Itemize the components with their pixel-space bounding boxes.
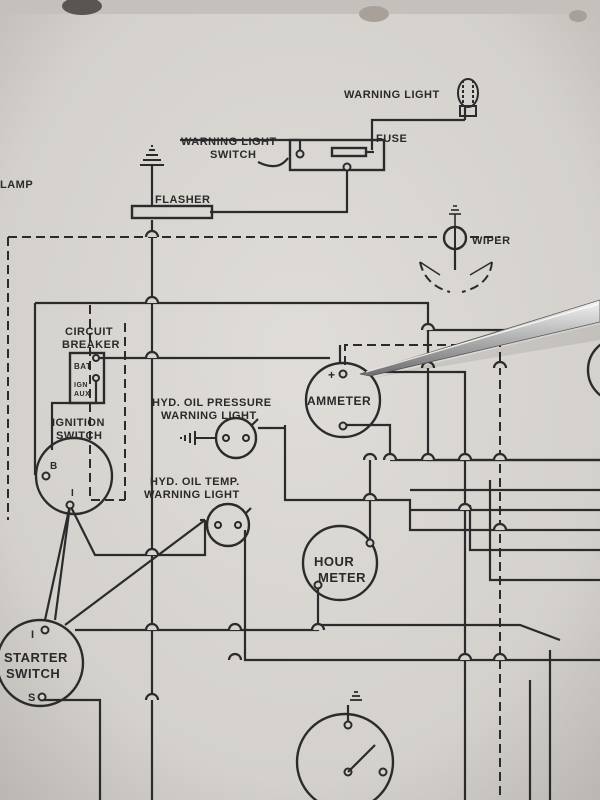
cb-terminal-ign [92, 374, 100, 382]
lamp-label: LAMP [0, 179, 33, 191]
warning-light-switch-label-2: SWITCH [210, 149, 256, 161]
binder-hole [359, 6, 389, 22]
ign-label: IGN [74, 382, 88, 389]
starter-terminal-s [37, 692, 47, 702]
hyd-oil-temp-label-2: WARNING LIGHT [144, 489, 240, 501]
binder-hole [569, 10, 587, 22]
page-top-edge [0, 0, 600, 14]
hyd-oil-pressure-label-1: HYD. OIL PRESSURE [152, 397, 272, 409]
starter-terminal-i [40, 625, 50, 635]
wire-crossings [144, 229, 508, 701]
cb-terminal-bat [92, 354, 100, 362]
warning-light-bulb-icon [457, 78, 479, 117]
hour-meter-terminal [313, 580, 323, 590]
circuit-breaker-box [68, 351, 106, 405]
starter-s-label: S [28, 692, 36, 704]
light-terminal [222, 434, 230, 442]
hour-meter-label-1: HOUR [314, 554, 354, 569]
hour-meter-label-2: METER [318, 570, 366, 585]
ground-symbol-oil-pressure [180, 431, 216, 445]
flasher-label: FLASHER [155, 194, 210, 206]
light-terminal [234, 521, 242, 529]
hour-meter-terminal [365, 538, 375, 548]
pointer-probe [359, 299, 600, 378]
switch-terminal [295, 149, 305, 159]
bottom-component-terminal [343, 720, 353, 730]
ammeter-circle [304, 361, 382, 439]
wiper-motor-icon [419, 205, 493, 293]
starter-i-label: I [31, 629, 35, 641]
ignition-terminal-b [41, 471, 51, 481]
ignition-terminal-i [65, 500, 75, 510]
fuse-label: FUSE [376, 133, 407, 145]
flasher-symbol [130, 204, 214, 220]
ignition-switch-circle [34, 436, 114, 516]
aux-label: AUX [74, 391, 90, 398]
ammeter-label: AMMETER [307, 394, 371, 408]
starter-switch-label-1: STARTER [4, 650, 68, 665]
right-edge-component [586, 343, 600, 397]
terminal-i-label: I [71, 488, 74, 499]
terminal-b-label: B [50, 461, 58, 472]
ground-symbol-flasher [140, 145, 164, 166]
ammeter-terminal-positive [338, 369, 348, 379]
wiper-label: WIPER [472, 235, 511, 247]
ground-symbol-bottom [350, 691, 362, 701]
bat-label: BAT [74, 362, 91, 371]
ignition-switch-label-1: IGNITION [52, 417, 105, 429]
ammeter-terminal-negative [338, 421, 348, 431]
light-terminal [242, 434, 250, 442]
bottom-component-terminal [378, 767, 388, 777]
switch-terminal [342, 162, 352, 172]
circuit-breaker-label-1: CIRCUIT [65, 326, 113, 338]
light-terminal [214, 521, 222, 529]
starter-switch-circle [0, 618, 85, 708]
ammeter-plus-label: + [328, 368, 336, 382]
pointer-curve [257, 157, 289, 168]
hour-meter-circle [301, 524, 379, 602]
bottom-component-circle [295, 712, 395, 800]
hyd-oil-temp-label-1: HYD. OIL TEMP. [150, 476, 240, 488]
hyd-oil-temp-light [205, 502, 251, 548]
warning-light-switch-label-1: WARNING LIGHT [181, 136, 277, 148]
starter-switch-label-2: SWITCH [6, 666, 60, 681]
wires [7, 107, 600, 800]
warning-light-label: WARNING LIGHT [344, 89, 440, 101]
binder-clip [62, 0, 102, 15]
circuit-breaker-label-2: BREAKER [62, 339, 120, 351]
warning-light-switch-box [288, 138, 386, 172]
